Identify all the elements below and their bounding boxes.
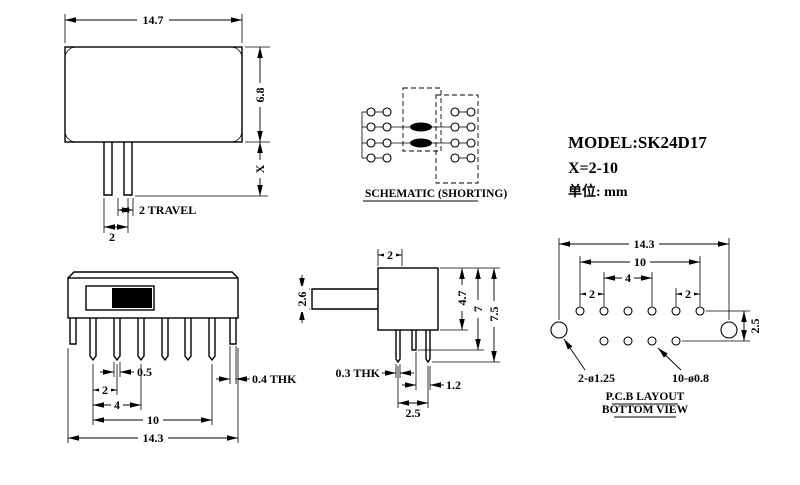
dim-front-span: 10 [147, 413, 159, 427]
pcb-caption-1: P.C.B LAYOUT [606, 391, 685, 403]
dim-top-width: 14.7 [143, 13, 164, 27]
side-view-dimensions: 2 2.6 4.7 7 7.5 0.3 THK [295, 248, 501, 420]
title-block: MODEL:SK24D17 X=2-10 单位: mm [568, 133, 707, 200]
label-hole-big: 2-ø1.25 [578, 371, 615, 385]
dim-pcb-span: 10 [634, 255, 646, 269]
side-view: 2 2.6 4.7 7 7.5 0.3 THK [295, 248, 501, 420]
model-number: MODEL:SK24D17 [568, 133, 707, 152]
front-view-pins [89, 318, 216, 362]
dim-side-h1: 7 [471, 306, 485, 312]
side-view-body [311, 267, 439, 364]
dim-top-travel: 2 TRAVEL [139, 203, 196, 217]
schematic-slider-positions [402, 87, 479, 184]
pcb-dimensions: 14.3 10 4 2 2 2.5 2-ø1.25 [558, 237, 762, 385]
schematic-shorting-contacts [410, 122, 432, 148]
dim-front-thk: 0.4 THK [252, 372, 297, 386]
schematic-caption: SCHEMATIC (SHORTING) [365, 188, 507, 200]
pcb-holes [550, 306, 738, 346]
top-view-body [64, 46, 243, 196]
dim-pcb-mid: 4 [625, 271, 631, 285]
top-view: 14.7 6.8 X 2 TRAVEL 2 [64, 13, 270, 244]
pcb-view: 14.3 10 4 2 2 2.5 2-ø1.25 [550, 237, 762, 418]
dim-pcb-overall: 14.3 [634, 237, 655, 251]
schematic: SCHEMATIC (SHORTING) [361, 87, 507, 202]
pcb-caption-2: BOTTOM VIEW [602, 404, 689, 416]
dim-side-arm-height: 2.6 [295, 292, 309, 307]
top-view-dimensions: 14.7 6.8 X 2 TRAVEL 2 [64, 13, 270, 244]
dim-side-body-height: 4.7 [455, 291, 469, 306]
front-view: 0.5 2 4 10 14.3 0.4 THK [67, 271, 297, 445]
schematic-wiring [361, 111, 467, 159]
dim-top-height: 6.8 [253, 88, 267, 103]
dim-side-h2: 7.5 [487, 307, 501, 322]
dim-side-thk: 0.3 THK [336, 366, 381, 380]
dim-pcb-pitch-left: 2 [589, 287, 595, 301]
dim-top-x: X [253, 164, 267, 173]
dim-side-row-pitch: 2.5 [406, 406, 421, 420]
dim-side-gap: 1.2 [446, 378, 461, 392]
unit-note: 单位: mm [568, 183, 628, 200]
dim-pcb-pitch-right: 2 [685, 287, 691, 301]
dim-front-pin-width: 0.5 [137, 365, 152, 379]
dim-front-overall: 14.3 [143, 431, 164, 445]
front-view-body [67, 271, 239, 345]
x-range: X=2-10 [568, 160, 618, 177]
dim-side-top: 2 [387, 248, 393, 262]
dim-front-pitch2: 4 [114, 398, 120, 412]
label-hole-small: 10-ø0.8 [672, 371, 709, 385]
schematic-terminals [366, 107, 476, 163]
dim-top-offset: 2 [109, 230, 115, 244]
dim-pcb-row-pitch: 2.5 [748, 319, 762, 334]
front-view-dimensions: 0.5 2 4 10 14.3 0.4 THK [67, 346, 297, 445]
dim-front-pitch: 2 [102, 383, 108, 397]
